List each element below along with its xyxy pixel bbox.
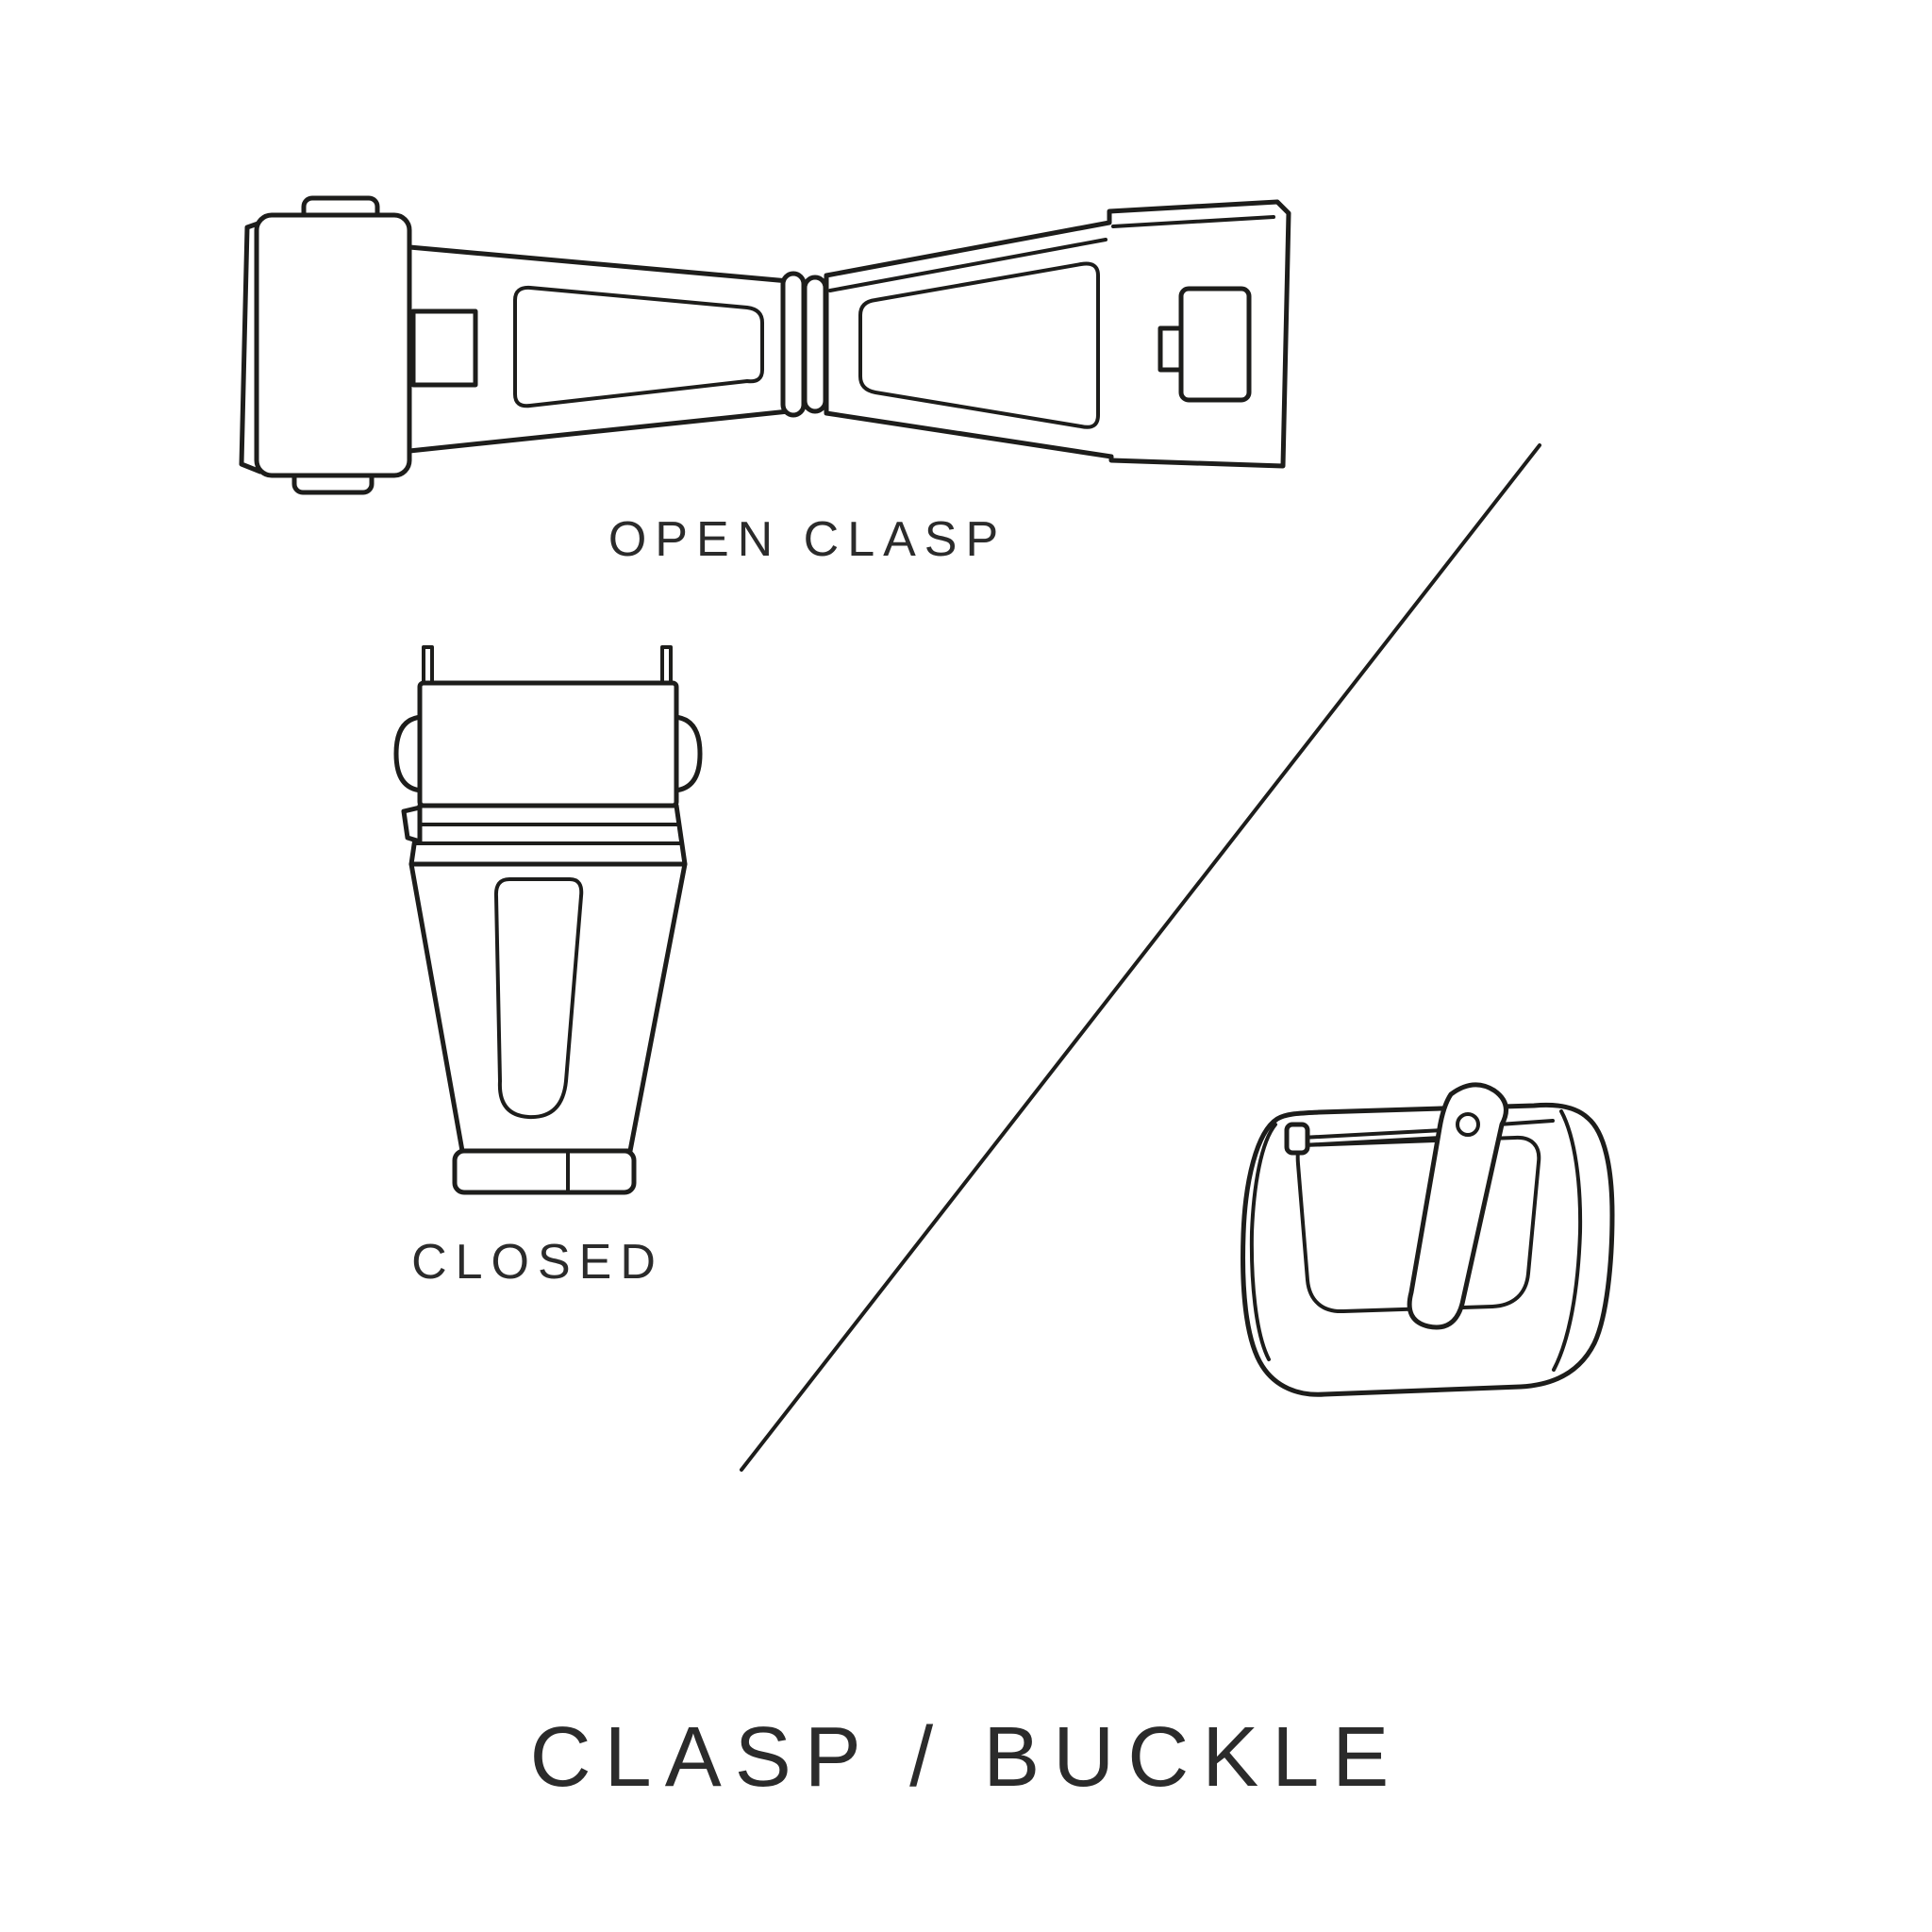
closed-clasp-band: [408, 803, 688, 867]
open-clasp-plate-notch: [1158, 325, 1184, 373]
open-clasp-plate-top-line: [1111, 215, 1275, 228]
buckle-tongue: [1407, 1082, 1508, 1330]
buckle-illustration: [1241, 1082, 1615, 1397]
open-clasp-right-arm: [824, 199, 1291, 469]
closed-clasp-ear-left: [393, 714, 425, 793]
open-clasp-plate-rect: [1178, 286, 1252, 403]
closed-clasp-ear-right: [672, 714, 703, 793]
open-clasp-arm-notch: [410, 308, 478, 388]
closed-clasp-top-block: [417, 680, 679, 808]
open-clasp-left-slot: [513, 285, 764, 408]
buckle-pin-bar-line-2: [1300, 1136, 1443, 1147]
divider-line: [740, 443, 1541, 1472]
closed-clasp-body: [408, 861, 688, 1154]
closed-clasp-label: CLOSED: [411, 1235, 664, 1290]
page-title: CLASP / BUCKLE: [529, 1710, 1403, 1805]
open-clasp-left-block: [254, 212, 412, 478]
buckle-pin-loop: [1456, 1112, 1480, 1137]
open-clasp-hinge-capsule-1: [780, 271, 807, 418]
open-clasp-illustration: [239, 195, 1291, 495]
closed-clasp-slot: [493, 877, 584, 1120]
buckle-pin-head: [1284, 1122, 1310, 1156]
closed-clasp-bottom-cap: [452, 1148, 637, 1195]
buckle-frame-right-inner-line: [1552, 1109, 1583, 1372]
open-clasp-right-arm-fold-line: [828, 238, 1108, 292]
buckle-pin-bar-line-1: [1300, 1128, 1445, 1140]
buckle-frame-left-inner-line: [1249, 1123, 1277, 1361]
closed-clasp-left-notch: [401, 805, 423, 844]
open-clasp-label: OPEN CLASP: [608, 512, 1008, 567]
closed-clasp-illustration: [393, 645, 703, 1195]
buckle-inner-opening: [1295, 1135, 1541, 1314]
open-clasp-right-slot: [858, 261, 1100, 429]
open-clasp-hinge-capsule-2: [802, 275, 828, 414]
